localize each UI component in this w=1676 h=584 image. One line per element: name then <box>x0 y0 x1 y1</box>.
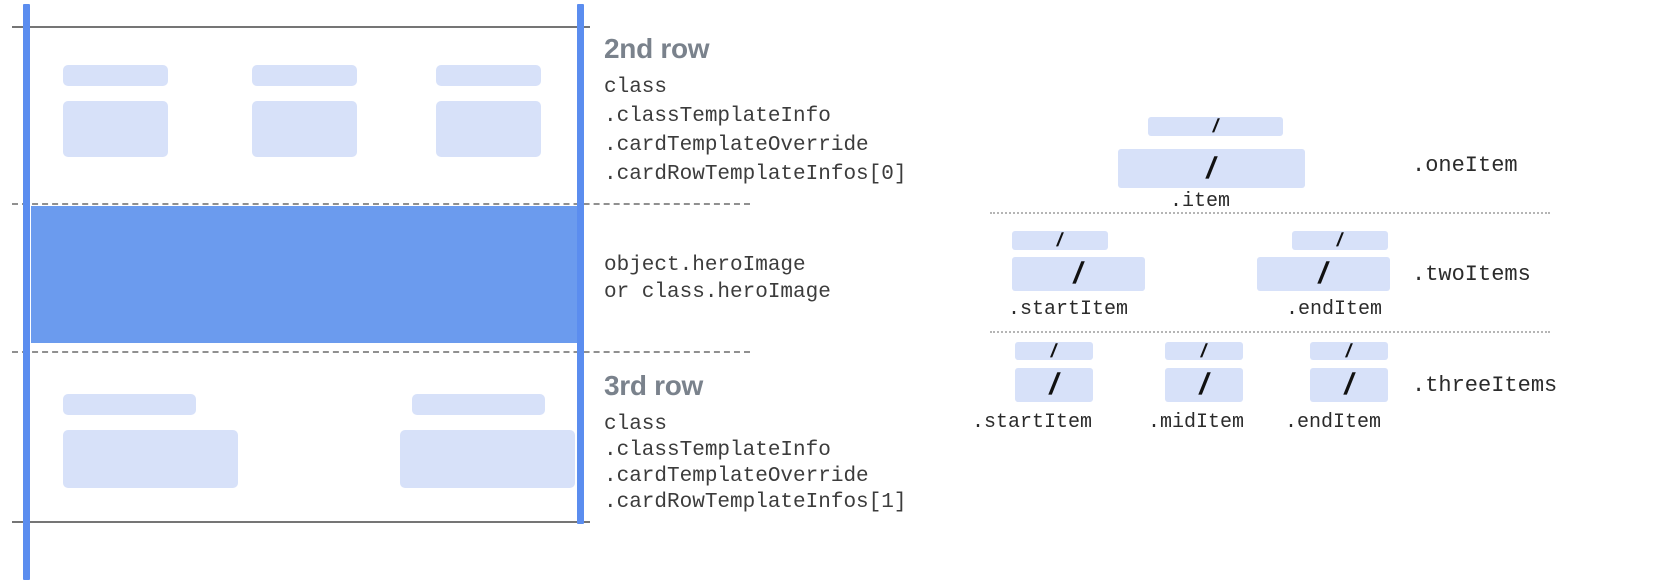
row2-col3-value-chip <box>436 101 541 157</box>
one-item-row-label: .oneItem <box>1412 153 1518 178</box>
third-row-code-line-0: class <box>604 413 668 436</box>
slash-glyph: / <box>1055 231 1065 250</box>
slash-glyph: / <box>1203 151 1220 185</box>
slash-glyph: / <box>1315 257 1332 290</box>
three-items-start-label-bar: / <box>1015 342 1093 360</box>
three-items-mid-value-bar: / <box>1165 368 1243 402</box>
slash-glyph: / <box>1046 368 1062 401</box>
three-items-start-caption: .startItem <box>972 411 1093 434</box>
three-items-end-value-bar: / <box>1310 368 1388 402</box>
two-items-start-caption: .startItem <box>1008 298 1129 321</box>
second-row-heading: 2nd row <box>604 33 710 64</box>
slash-glyph: / <box>1335 231 1345 250</box>
slash-glyph: / <box>1070 257 1087 290</box>
item-row-separator-2 <box>990 331 1550 333</box>
item-layout-diagram: / / .item .oneItem / / .startItem / / <box>960 0 1676 584</box>
row3-col2-value-chip <box>400 430 575 488</box>
one-item-label-bar: / <box>1148 117 1283 136</box>
slash-glyph: / <box>1049 342 1059 360</box>
row-divider-lower <box>12 351 750 353</box>
slash-glyph: / <box>1196 368 1212 401</box>
row2-col2-value-chip <box>252 101 357 157</box>
third-row-code-line-3: .cardRowTemplateInfos[1] <box>604 491 907 514</box>
second-row-code-line-3: .cardRowTemplateInfos[0] <box>604 163 907 186</box>
two-items-row-label: .twoItems <box>1412 262 1531 287</box>
row2-col1-value-chip <box>63 101 168 157</box>
three-items-mid-label-bar: / <box>1165 342 1243 360</box>
row2-col1-label-chip <box>63 65 168 86</box>
row2-col3-label-chip <box>436 65 541 86</box>
row3-col1-label-chip <box>63 394 196 415</box>
two-items-start-label-bar: / <box>1012 231 1108 250</box>
card-left-rail <box>23 4 30 580</box>
hero-code-line-1: or class.heroImage <box>604 281 831 304</box>
two-items-end-label-bar: / <box>1292 231 1388 250</box>
row-divider-upper <box>12 203 750 205</box>
two-items-end-value-bar: / <box>1257 257 1390 291</box>
third-row-code-line-1: .classTemplateInfo <box>604 439 831 462</box>
second-row-code-line-2: .cardTemplateOverride <box>604 134 869 157</box>
hero-image-band <box>31 206 582 343</box>
three-items-mid-caption: .midItem <box>1148 411 1245 434</box>
three-items-row-label: .threeItems <box>1412 373 1558 398</box>
two-items-start-value-bar: / <box>1012 257 1145 291</box>
row3-col1-value-chip <box>63 430 238 488</box>
row2-col2-label-chip <box>252 65 357 86</box>
hero-code-line-0: object.heroImage <box>604 254 806 277</box>
third-row-heading: 3rd row <box>604 370 704 401</box>
row3-col2-label-chip <box>412 394 545 415</box>
card-top-rule <box>12 26 590 28</box>
third-row-code-line-2: .cardTemplateOverride <box>604 465 869 488</box>
card-bottom-rule <box>12 521 590 523</box>
two-items-end-caption: .endItem <box>1286 298 1383 321</box>
slash-glyph: / <box>1344 342 1354 360</box>
one-item-value-bar: / <box>1118 149 1305 188</box>
three-items-start-value-bar: / <box>1015 368 1093 402</box>
slash-glyph: / <box>1341 368 1357 401</box>
slash-glyph: / <box>1199 342 1209 360</box>
item-row-separator-1 <box>990 212 1550 214</box>
slash-glyph: / <box>1210 117 1221 136</box>
second-row-code-line-0: class <box>604 76 668 99</box>
second-row-code-line-1: .classTemplateInfo <box>604 105 831 128</box>
card-right-rail <box>577 4 584 524</box>
three-items-end-caption: .endItem <box>1285 411 1382 434</box>
card-template-diagram: 2nd row class .classTemplateInfo .cardTe… <box>0 0 906 584</box>
one-item-caption: .item <box>1170 190 1231 213</box>
three-items-end-label-bar: / <box>1310 342 1388 360</box>
